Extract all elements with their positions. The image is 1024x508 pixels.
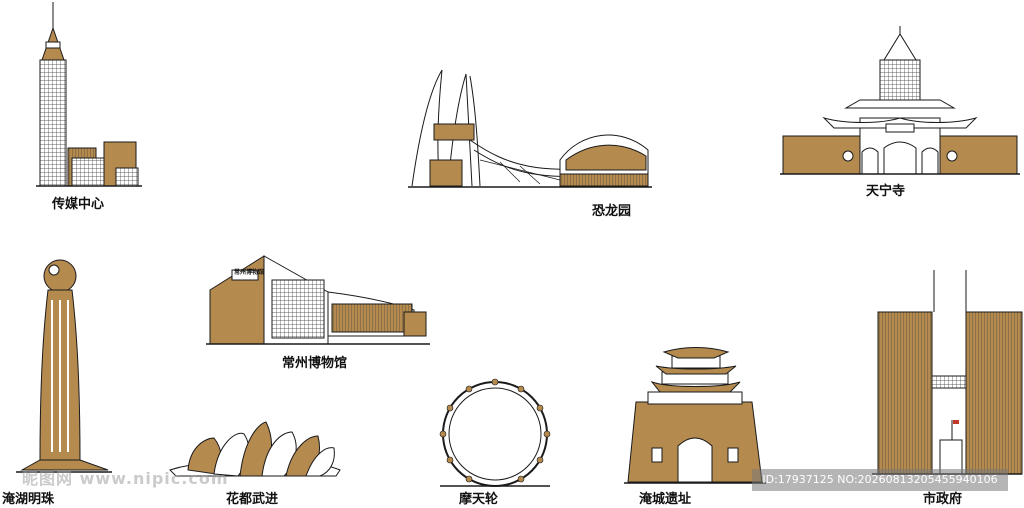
- label-ferris-wheel: 摩天轮: [459, 492, 499, 507]
- media-center-building: [36, 2, 142, 187]
- label-media-center: 传媒中心: [52, 197, 105, 212]
- label-museum: 常州博物馆: [282, 356, 348, 371]
- watermark-site: 昵图网 www.nipic.com: [22, 469, 229, 488]
- label-flower-capital: 花都武进: [226, 492, 279, 507]
- ferris-wheel: [439, 378, 551, 487]
- label-city-hall: 市政府: [923, 492, 963, 507]
- pearl-tower: [16, 259, 112, 473]
- label-tianning-temple: 天宁寺: [866, 184, 906, 199]
- city-hall-building: [872, 270, 1023, 475]
- watermark-id: ID:17937125 NO:20260813205455940106: [752, 469, 1008, 491]
- dinosaur-park-building: [408, 69, 652, 188]
- museum-sign: 常州博物馆: [234, 269, 265, 276]
- label-pearl: 淹湖明珠: [2, 492, 55, 507]
- tianning-temple-building: [780, 26, 1020, 175]
- label-yancheng: 淹城遗址: [639, 492, 692, 507]
- museum-building: [206, 255, 430, 345]
- yancheng-gate: [624, 347, 766, 484]
- flower-capital-building: [169, 421, 341, 477]
- label-dinosaur-park: 恐龙园: [592, 204, 632, 219]
